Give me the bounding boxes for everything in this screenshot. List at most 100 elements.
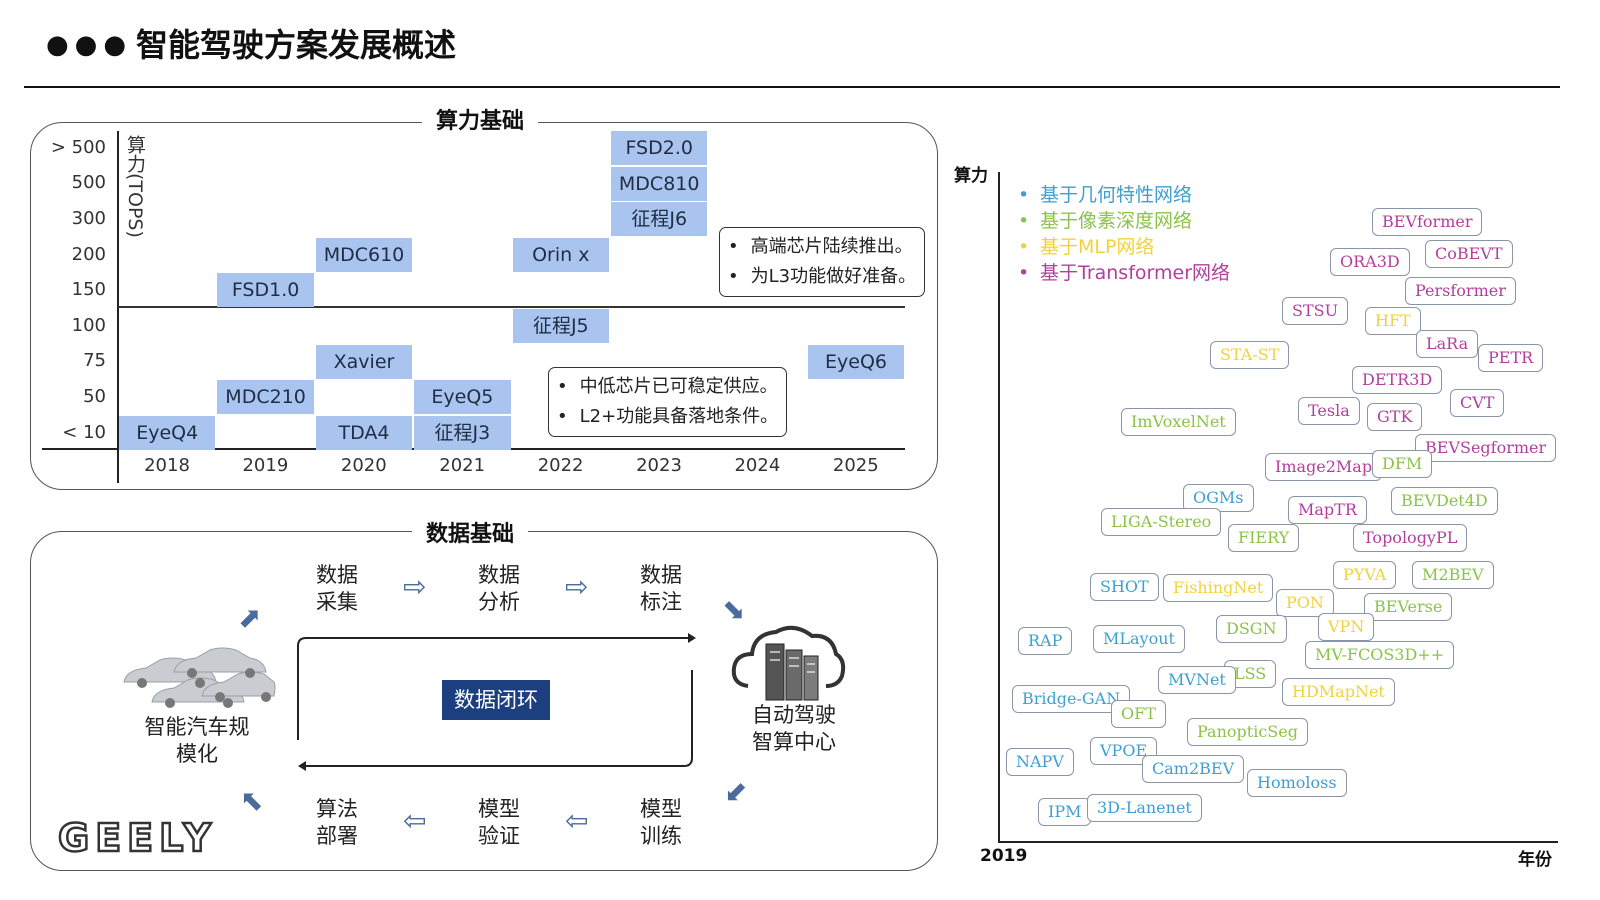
model-tag: OGMs xyxy=(1183,484,1254,512)
model-tag: LaRa xyxy=(1416,330,1479,358)
arrow-southwest-icon: ⬋ xyxy=(724,775,748,808)
model-tag: Homoloss xyxy=(1247,769,1347,797)
step-data-analysis: 数据 分析 xyxy=(478,563,520,614)
model-tag: BEVSegformer xyxy=(1415,434,1557,462)
compute-panel-title: 算力基础 xyxy=(422,108,539,136)
title-dots: ●●● xyxy=(46,30,133,60)
chip-cell: FSD2.0 xyxy=(611,131,708,165)
model-tag: Persformer xyxy=(1405,277,1516,305)
chip-cell: FSD1.0 xyxy=(217,273,314,308)
title-divider xyxy=(24,86,1560,88)
y-tick-label: 50 xyxy=(83,386,106,407)
compute-unit-label: 算力(TOPS) xyxy=(124,135,146,238)
legend-item: • 基于MLP网络 xyxy=(1018,234,1230,260)
model-tag: HDMapNet xyxy=(1282,678,1395,706)
model-tag: FIERY xyxy=(1228,524,1300,552)
models-x-axis xyxy=(998,841,1558,843)
x-tick-label: 2019 xyxy=(242,455,289,476)
model-tag: BEVformer xyxy=(1372,208,1483,236)
chip-cell: EyeQ4 xyxy=(119,415,216,450)
chip-cell: TDA4 xyxy=(315,415,413,450)
computing-center-label: 自动驾驶 智算中心 xyxy=(752,703,836,754)
legend-label: 基于像素深度网络 xyxy=(1040,210,1193,232)
model-tag: Bridge-GAN xyxy=(1012,685,1131,713)
model-tag: PYVA xyxy=(1333,561,1397,589)
arrow-southeast-icon: ⬊ xyxy=(722,593,746,626)
model-tag: VPN xyxy=(1318,613,1375,641)
model-tag: DSGN xyxy=(1216,615,1287,643)
y-tick-label: > 500 xyxy=(50,136,106,158)
y-tick-label: 75 xyxy=(83,350,106,372)
data-loop-diagram xyxy=(297,633,696,771)
chip-cell: 征程J5 xyxy=(512,309,609,343)
y-tick-label: 150 xyxy=(71,279,106,301)
step-model-training: 模型 训练 xyxy=(640,797,682,848)
model-tag: ORA3D xyxy=(1330,248,1410,276)
note-mid-low: 中低芯片已可稳定供应。 L2+功能具备落地条件。 xyxy=(548,367,788,437)
model-tag: MLayout xyxy=(1093,625,1185,653)
note-mid-line-1: 中低芯片已可稳定供应。 xyxy=(557,372,778,402)
models-y-axis xyxy=(998,172,1000,842)
model-tag: M2BEV xyxy=(1412,561,1494,589)
models-x-start-label: 2019 xyxy=(980,846,1028,866)
x-tick-label: 2022 xyxy=(537,455,584,476)
chip-cell: MDC810 xyxy=(611,166,708,201)
note-high-end: 高端芯片陆续推出。 为L3功能做好准备。 xyxy=(719,227,926,297)
model-tag: HFT xyxy=(1365,307,1421,335)
model-tag: 3D-Lanenet xyxy=(1087,794,1202,822)
model-tag: BEVerse xyxy=(1364,593,1453,621)
y-tick-label: 300 xyxy=(71,208,106,229)
legend-bullet-icon: • xyxy=(1018,184,1030,206)
arrow-right-icon: ⇨ xyxy=(565,570,589,603)
chip-cell: MDC210 xyxy=(217,380,314,415)
model-tag: Cam2BEV xyxy=(1142,755,1245,783)
models-legend: •基于几何特性网络•基于像素深度网络•基于MLP网络•基于Transformer… xyxy=(1018,182,1230,286)
model-tag: DETR3D xyxy=(1352,366,1443,394)
model-tag: BEVDet4D xyxy=(1391,487,1498,515)
model-tag: CVT xyxy=(1450,389,1505,417)
arrow-northwest-icon: ⬉ xyxy=(240,784,264,817)
model-tag: NAPV xyxy=(1006,748,1074,776)
model-tag: PON xyxy=(1276,589,1334,617)
step-algorithm-deployment: 算法 部署 xyxy=(316,797,358,848)
model-tag: TopologyPL xyxy=(1353,524,1468,552)
model-tag: IPM xyxy=(1038,798,1092,826)
model-tag: MVNet xyxy=(1158,666,1236,694)
note-high-line-2: 为L3功能做好准备。 xyxy=(728,262,916,292)
legend-label: 基于Transformer网络 xyxy=(1040,262,1231,284)
model-tag: OFT xyxy=(1111,700,1166,728)
model-tag: SHOT xyxy=(1090,573,1159,601)
model-tag: PETR xyxy=(1478,344,1544,372)
chip-cell: EyeQ6 xyxy=(807,344,905,379)
y-tick-label: 500 xyxy=(71,172,106,194)
legend-bullet-icon: • xyxy=(1018,210,1030,232)
legend-bullet-icon: • xyxy=(1018,236,1030,258)
model-tag: CoBEVT xyxy=(1425,240,1513,268)
step-data-labeling: 数据 标注 xyxy=(640,563,682,614)
legend-item: • 基于像素深度网络 xyxy=(1018,208,1230,234)
model-tag: DFM xyxy=(1372,450,1433,478)
chip-cell: Orin x xyxy=(512,237,609,272)
model-tag: MapTR xyxy=(1288,496,1367,524)
chip-cell: EyeQ5 xyxy=(414,380,511,415)
compute-threshold-line xyxy=(118,306,905,308)
note-mid-line-2: L2+功能具备落地条件。 xyxy=(557,402,779,432)
model-tag: STA-ST xyxy=(1210,341,1290,369)
step-model-validation: 模型 验证 xyxy=(478,797,520,848)
fleet-label: 智能汽车规 模化 xyxy=(144,715,250,766)
arrow-left-icon: ⇦ xyxy=(403,804,427,837)
x-tick-label: 2020 xyxy=(340,455,387,476)
legend-item: • 基于Transformer网络 xyxy=(1018,260,1230,286)
cloud-server-icon xyxy=(731,625,846,701)
step-data-collection: 数据 采集 xyxy=(316,563,358,614)
model-tag: STSU xyxy=(1282,297,1349,325)
x-tick-label: 2018 xyxy=(144,455,190,476)
x-tick-label: 2023 xyxy=(636,455,682,476)
legend-label: 基于MLP网络 xyxy=(1040,236,1155,258)
legend-bullet-icon: • xyxy=(1018,262,1030,284)
y-tick-label: 200 xyxy=(71,243,106,265)
model-tag: FishingNet xyxy=(1163,574,1274,602)
y-tick-label: 100 xyxy=(71,314,106,336)
data-loop-badge: 数据闭环 xyxy=(442,680,550,720)
model-tag: PanopticSeg xyxy=(1187,718,1308,746)
